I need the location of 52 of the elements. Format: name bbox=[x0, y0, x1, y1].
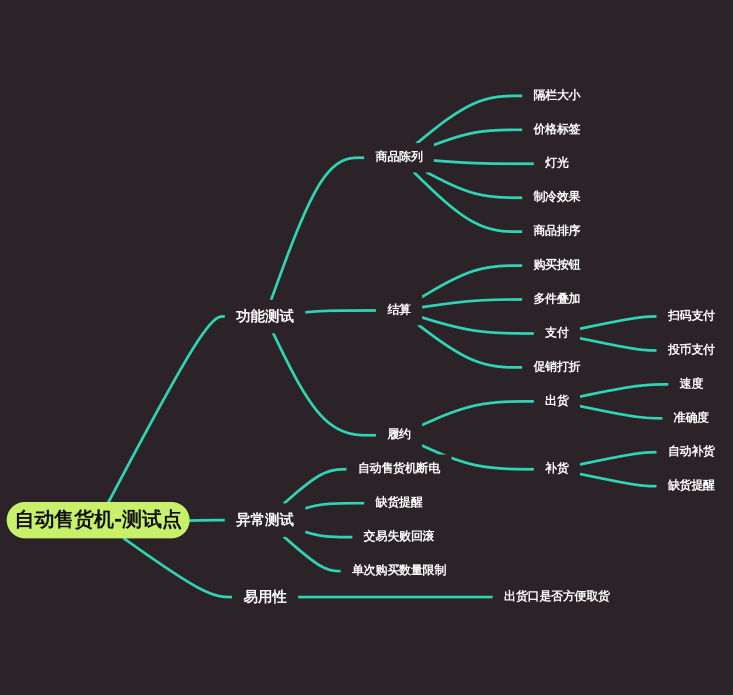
node-text: 促销打折 bbox=[533, 360, 580, 374]
node-text: 投币支付 bbox=[668, 343, 715, 358]
connector bbox=[420, 264, 523, 298]
node-text: 补货 bbox=[545, 462, 569, 476]
node-text: 单次购买数量限制 bbox=[352, 564, 446, 578]
node-text: 多件叠加 bbox=[533, 292, 580, 306]
connector bbox=[579, 383, 669, 398]
connector bbox=[421, 444, 534, 471]
connector bbox=[270, 156, 365, 301]
connector bbox=[579, 336, 657, 352]
node-text: 扫码支付 bbox=[668, 309, 715, 324]
node-text: 购买按钮 bbox=[533, 258, 580, 272]
connector bbox=[282, 468, 347, 505]
node-text: 出货 bbox=[545, 394, 569, 408]
connector bbox=[417, 324, 523, 369]
connector bbox=[412, 171, 523, 233]
connector bbox=[304, 502, 365, 510]
connector bbox=[421, 400, 534, 426]
connector bbox=[298, 596, 494, 598]
connector bbox=[304, 530, 353, 538]
connector bbox=[416, 94, 523, 145]
connector bbox=[579, 472, 657, 488]
node-text: 价格标签 bbox=[533, 122, 580, 136]
node-text: 易用性 bbox=[243, 588, 287, 606]
connector bbox=[122, 537, 232, 598]
node-text: 灯光 bbox=[545, 156, 569, 170]
node-text: 功能测试 bbox=[236, 307, 294, 325]
connector bbox=[426, 170, 523, 200]
connector bbox=[421, 316, 534, 335]
node-text: 自动补货 bbox=[668, 445, 715, 459]
connector bbox=[579, 404, 663, 420]
connector bbox=[432, 128, 523, 146]
connector bbox=[579, 450, 657, 466]
node-text: 隔栏大小 bbox=[533, 88, 580, 102]
node-text: 商品排序 bbox=[533, 224, 580, 238]
connector bbox=[421, 298, 523, 309]
node-text: 制冷效果 bbox=[533, 190, 580, 204]
connector bbox=[579, 315, 657, 330]
node-text: 支付 bbox=[545, 326, 569, 340]
node-text: 交易失败回滚 bbox=[364, 530, 434, 544]
connector bbox=[106, 315, 226, 504]
connector bbox=[304, 309, 376, 314]
node-text: 缺货提醒 bbox=[375, 496, 423, 510]
node-text: 出货口是否方便取货 bbox=[504, 590, 610, 604]
node-text: 履约 bbox=[387, 428, 411, 442]
connector bbox=[433, 159, 534, 166]
connector bbox=[272, 332, 376, 437]
node-text: 准确度 bbox=[674, 411, 710, 425]
connector bbox=[189, 518, 226, 522]
connector bbox=[282, 535, 342, 572]
node-text: 速度 bbox=[680, 377, 704, 391]
node-text: 缺货提醒 bbox=[668, 479, 715, 493]
